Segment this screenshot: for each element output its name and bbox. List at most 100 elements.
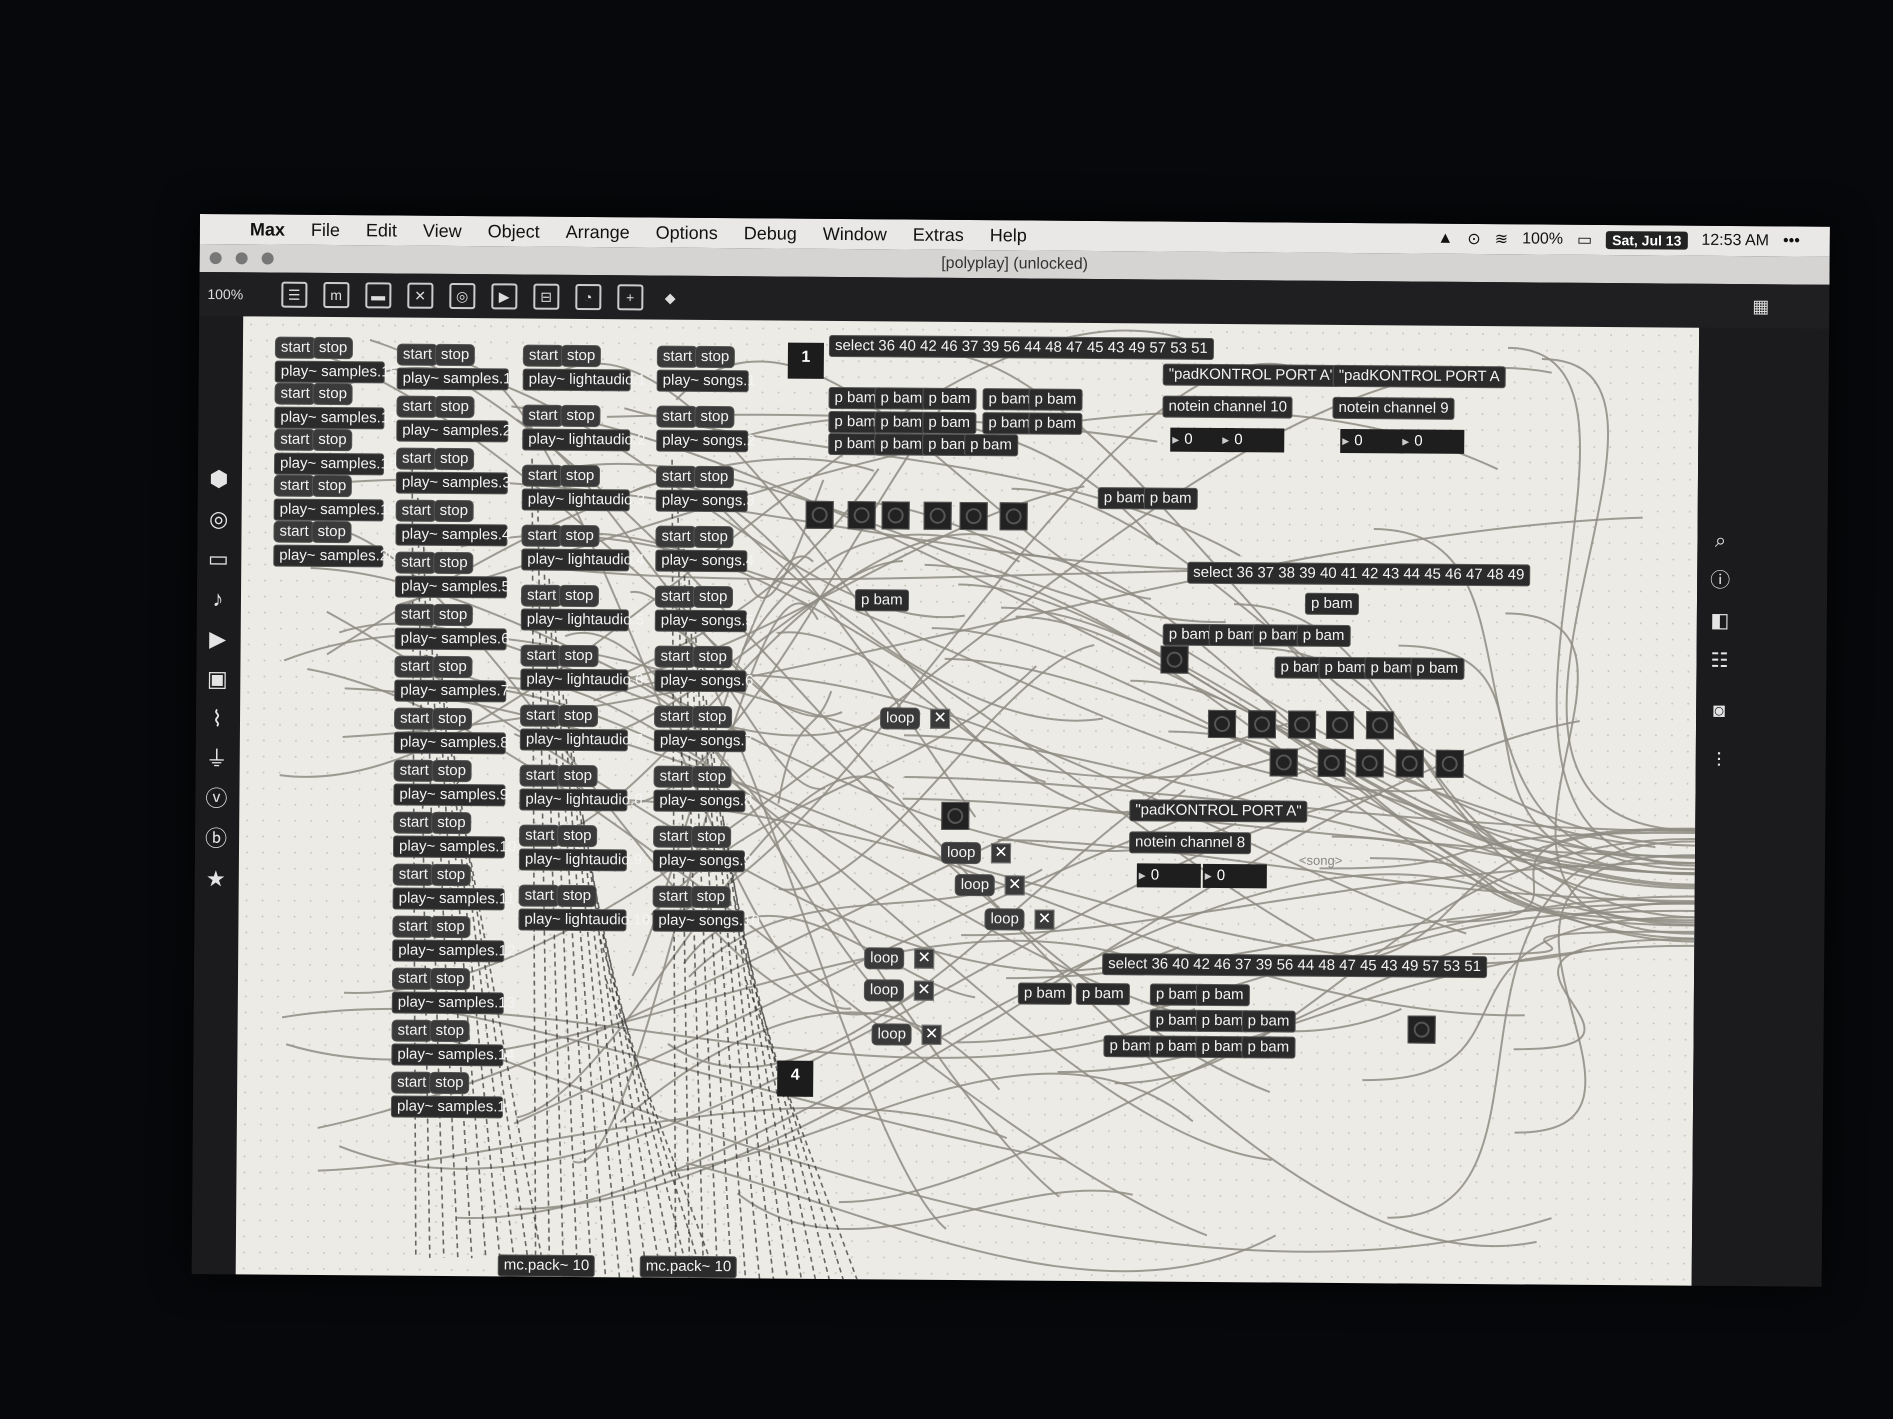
stop-message[interactable]: stop bbox=[432, 655, 473, 679]
start-message[interactable]: start bbox=[654, 585, 697, 608]
play-object[interactable]: play~ samples.13 bbox=[391, 991, 515, 1015]
start-message[interactable]: start bbox=[395, 499, 437, 522]
stop-message[interactable]: stop bbox=[557, 824, 598, 848]
v-icon[interactable]: ⓥ bbox=[205, 786, 228, 812]
start-message[interactable]: start bbox=[274, 336, 317, 359]
play-object[interactable]: play~ samples.16 bbox=[274, 360, 398, 384]
list-icon[interactable]: ☷ bbox=[1710, 649, 1729, 673]
midi-port-message[interactable]: "padKONTROL PORT A" bbox=[1162, 363, 1342, 387]
start-message[interactable]: start bbox=[393, 759, 435, 782]
close-icon[interactable] bbox=[209, 252, 222, 265]
menu-window[interactable]: Window bbox=[822, 223, 887, 244]
bang-button[interactable] bbox=[959, 501, 988, 531]
menu-view[interactable]: View bbox=[422, 220, 462, 241]
stop-message[interactable]: stop bbox=[431, 811, 472, 835]
start-message[interactable]: start bbox=[274, 428, 316, 451]
start-message[interactable]: start bbox=[654, 645, 696, 668]
menu-debug[interactable]: Debug bbox=[743, 222, 797, 244]
play-object[interactable]: play~ songs.6 bbox=[654, 669, 753, 693]
toggle-icon[interactable]: ✕ bbox=[407, 282, 434, 309]
bang-button[interactable] bbox=[805, 500, 834, 529]
play-object[interactable]: play~ samples.19 bbox=[273, 498, 397, 522]
stop-message[interactable]: stop bbox=[556, 884, 598, 908]
play-object[interactable]: play~ lightaudio.10 bbox=[518, 908, 650, 932]
start-message[interactable]: start bbox=[652, 885, 694, 908]
target-icon[interactable]: ◎ bbox=[208, 506, 229, 532]
music-note-icon[interactable]: ♪ bbox=[212, 586, 224, 612]
bang-button[interactable] bbox=[1317, 748, 1346, 778]
stop-message[interactable]: stop bbox=[694, 345, 736, 369]
start-message[interactable]: start bbox=[653, 825, 695, 848]
number-box[interactable]: 0 bbox=[1340, 428, 1405, 454]
stop-message[interactable]: stop bbox=[433, 499, 475, 523]
start-message[interactable]: start bbox=[392, 915, 434, 938]
pbam-subpatch[interactable]: p bam bbox=[854, 589, 909, 612]
camera-icon[interactable]: ◙ bbox=[1713, 699, 1726, 722]
start-message[interactable]: start bbox=[655, 465, 698, 488]
bang-button[interactable] bbox=[1395, 749, 1424, 778]
menu-object[interactable]: Object bbox=[487, 220, 540, 242]
mc-pack-object[interactable]: mc.pack~ 10 bbox=[497, 1254, 596, 1278]
stop-message[interactable]: stop bbox=[429, 1019, 471, 1043]
play-object[interactable]: play~ songs.7 bbox=[653, 729, 753, 753]
play-object[interactable]: play~ samples.11 bbox=[392, 887, 515, 911]
play-object[interactable]: play~ lightaudio.4 bbox=[521, 548, 645, 572]
keyboard-icon[interactable]: ▭ bbox=[207, 546, 229, 572]
start-message[interactable]: start bbox=[520, 644, 562, 667]
vlc-icon[interactable]: ▲ bbox=[1437, 229, 1454, 247]
number-icon[interactable]: ▶ bbox=[491, 283, 518, 310]
start-message[interactable]: start bbox=[519, 764, 561, 787]
play-object[interactable]: play~ samples.15 bbox=[390, 1095, 514, 1119]
counter-display[interactable]: 4 bbox=[777, 1060, 814, 1097]
start-message[interactable]: start bbox=[393, 811, 435, 834]
start-message[interactable]: start bbox=[653, 765, 695, 788]
play-object[interactable]: play~ songs.5 bbox=[654, 609, 754, 633]
play-object[interactable]: play~ samples.12 bbox=[392, 939, 515, 963]
clock[interactable]: 12:53 AM bbox=[1701, 231, 1770, 250]
info-icon[interactable]: ⓘ bbox=[1710, 569, 1731, 593]
start-message[interactable]: start bbox=[656, 405, 698, 428]
start-message[interactable]: start bbox=[522, 344, 565, 367]
loop-toggle[interactable]: ✕ bbox=[1034, 909, 1055, 930]
battery-percent[interactable]: 100% bbox=[1522, 230, 1564, 248]
loop-message[interactable]: loop bbox=[871, 1023, 913, 1046]
start-message[interactable]: start bbox=[391, 1019, 433, 1042]
loop-message[interactable]: loop bbox=[984, 908, 1025, 931]
start-message[interactable]: start bbox=[274, 382, 316, 405]
play-object[interactable]: play~ songs.1 bbox=[656, 369, 756, 393]
stop-message[interactable]: stop bbox=[312, 336, 354, 360]
stop-message[interactable]: stop bbox=[691, 765, 733, 789]
bang-button[interactable] bbox=[1325, 710, 1355, 740]
bang-button[interactable] bbox=[1435, 749, 1464, 778]
loop-message[interactable]: loop bbox=[954, 873, 996, 897]
message-icon[interactable]: m bbox=[323, 281, 350, 309]
play-object[interactable]: play~ samples.8 bbox=[393, 731, 509, 755]
start-message[interactable]: start bbox=[518, 884, 560, 907]
menu-help[interactable]: Help bbox=[989, 224, 1027, 245]
play-object[interactable]: play~ lightaudio.7 bbox=[519, 728, 643, 752]
mixer-icon[interactable]: ⫶ bbox=[1716, 749, 1722, 772]
start-message[interactable]: start bbox=[273, 520, 315, 543]
pbam-subpatch[interactable]: p bam bbox=[1195, 983, 1250, 1007]
grid-icon[interactable]: ▦ bbox=[1752, 295, 1770, 316]
loop-message[interactable]: loop bbox=[864, 947, 905, 970]
pbam-subpatch[interactable]: p bam bbox=[1241, 1010, 1296, 1033]
number-box[interactable]: 0 bbox=[1220, 428, 1285, 453]
stop-message[interactable]: stop bbox=[433, 447, 475, 471]
plug-icon[interactable]: ⏚ bbox=[205, 746, 228, 772]
stop-message[interactable]: stop bbox=[557, 704, 599, 728]
stop-message[interactable]: stop bbox=[433, 551, 474, 575]
play-object[interactable]: play~ songs.2 bbox=[656, 429, 755, 453]
stop-message[interactable]: stop bbox=[431, 707, 473, 731]
counter-display[interactable]: 1 bbox=[787, 342, 825, 379]
select-object-top[interactable]: select 36 40 42 46 37 39 56 44 48 47 45 … bbox=[828, 334, 1214, 360]
star-icon[interactable]: ★ bbox=[205, 866, 226, 892]
start-message[interactable]: start bbox=[391, 1071, 433, 1094]
add-icon[interactable]: + bbox=[617, 284, 644, 311]
menu-extras[interactable]: Extras bbox=[912, 224, 964, 245]
stop-message[interactable]: stop bbox=[311, 474, 353, 498]
paint-icon[interactable]: ◆ bbox=[664, 289, 676, 306]
stop-message[interactable]: stop bbox=[694, 405, 735, 429]
select-object-right[interactable]: select 36 37 38 39 40 41 42 43 44 45 46 … bbox=[1187, 561, 1531, 587]
